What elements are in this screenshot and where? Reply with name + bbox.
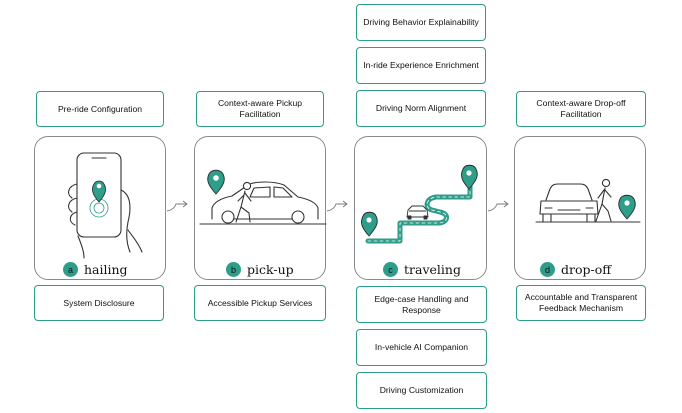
pickup-person-icon xyxy=(235,181,252,223)
tag-accountable-feedback: Accountable and Transparent Feedback Mec… xyxy=(516,285,646,321)
stage-badge-d: d xyxy=(540,262,555,277)
tag-edge-case-handling: Edge-case Handling and Response xyxy=(356,286,487,323)
tag-context-aware-dropoff: Context-aware Drop-off Facilitation xyxy=(516,91,646,127)
arrow-hailing-to-pickup xyxy=(166,200,188,212)
dropoff-location-pin-icon xyxy=(618,194,636,220)
stage-badge-a: a xyxy=(63,262,78,277)
tag-in-ride-experience: In-ride Experience Enrichment xyxy=(356,47,486,84)
arrow-traveling-to-dropoff xyxy=(487,200,509,212)
phone-hand-icon xyxy=(68,152,143,259)
traveling-end-pin-icon xyxy=(461,164,478,190)
stage-name-hailing: hailing xyxy=(84,262,128,277)
stage-label-dropoff: d drop-off xyxy=(540,262,611,277)
tag-system-disclosure: System Disclosure xyxy=(34,285,164,321)
tag-driving-customization: Driving Customization xyxy=(356,372,487,409)
pickup-car-icon xyxy=(199,181,327,225)
traveling-road-icon xyxy=(365,182,473,244)
stage-pickup-panel xyxy=(194,136,326,280)
tag-driving-norm-alignment: Driving Norm Alignment xyxy=(356,90,486,127)
stage-label-pickup: b pick-up xyxy=(226,262,294,277)
stage-name-pickup: pick-up xyxy=(247,262,294,277)
tag-in-vehicle-ai: In-vehicle AI Companion xyxy=(356,329,487,366)
stage-label-hailing: a hailing xyxy=(63,262,128,277)
arrow-pickup-to-traveling xyxy=(326,200,348,212)
stage-name-dropoff: drop-off xyxy=(561,262,612,277)
pickup-location-pin-icon xyxy=(207,169,225,195)
tag-driving-behavior-explainability: Driving Behavior Explainability xyxy=(356,4,486,41)
stage-badge-c: c xyxy=(383,262,398,277)
stage-dropoff-panel xyxy=(514,136,646,280)
stage-label-traveling: c traveling xyxy=(383,262,461,277)
phone-location-pin-icon xyxy=(89,180,109,218)
traveling-car-icon xyxy=(406,205,429,220)
dropoff-person-icon xyxy=(595,178,612,222)
tag-pre-ride-configuration: Pre-ride Configuration xyxy=(36,91,164,127)
traveling-start-pin-icon xyxy=(361,211,378,237)
tag-context-aware-pickup: Context-aware Pickup Facilitation xyxy=(196,91,324,127)
stage-badge-b: b xyxy=(226,262,241,277)
stage-name-traveling: traveling xyxy=(404,262,461,277)
tag-accessible-pickup: Accessible Pickup Services xyxy=(194,285,326,321)
